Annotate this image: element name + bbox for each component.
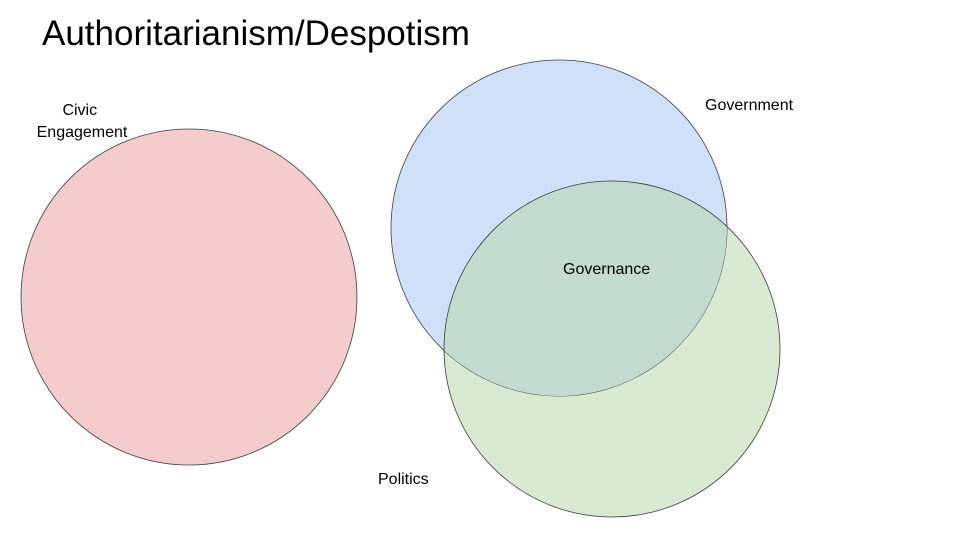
label-politics: Politics (378, 471, 429, 488)
label-government: Government (705, 97, 794, 114)
circle-civic-engagement (20, 128, 358, 466)
label-civic-engagement-line-1: Civic (62, 102, 97, 119)
label-governance: Governance (563, 261, 650, 278)
label-civic-engagement-line-2: Engagement (37, 124, 128, 141)
overlap-government-politics (443, 180, 727, 396)
slide-title: Authoritarianism/Despotism (42, 14, 470, 53)
label-civic-engagement: Civic Engagement (37, 102, 128, 141)
